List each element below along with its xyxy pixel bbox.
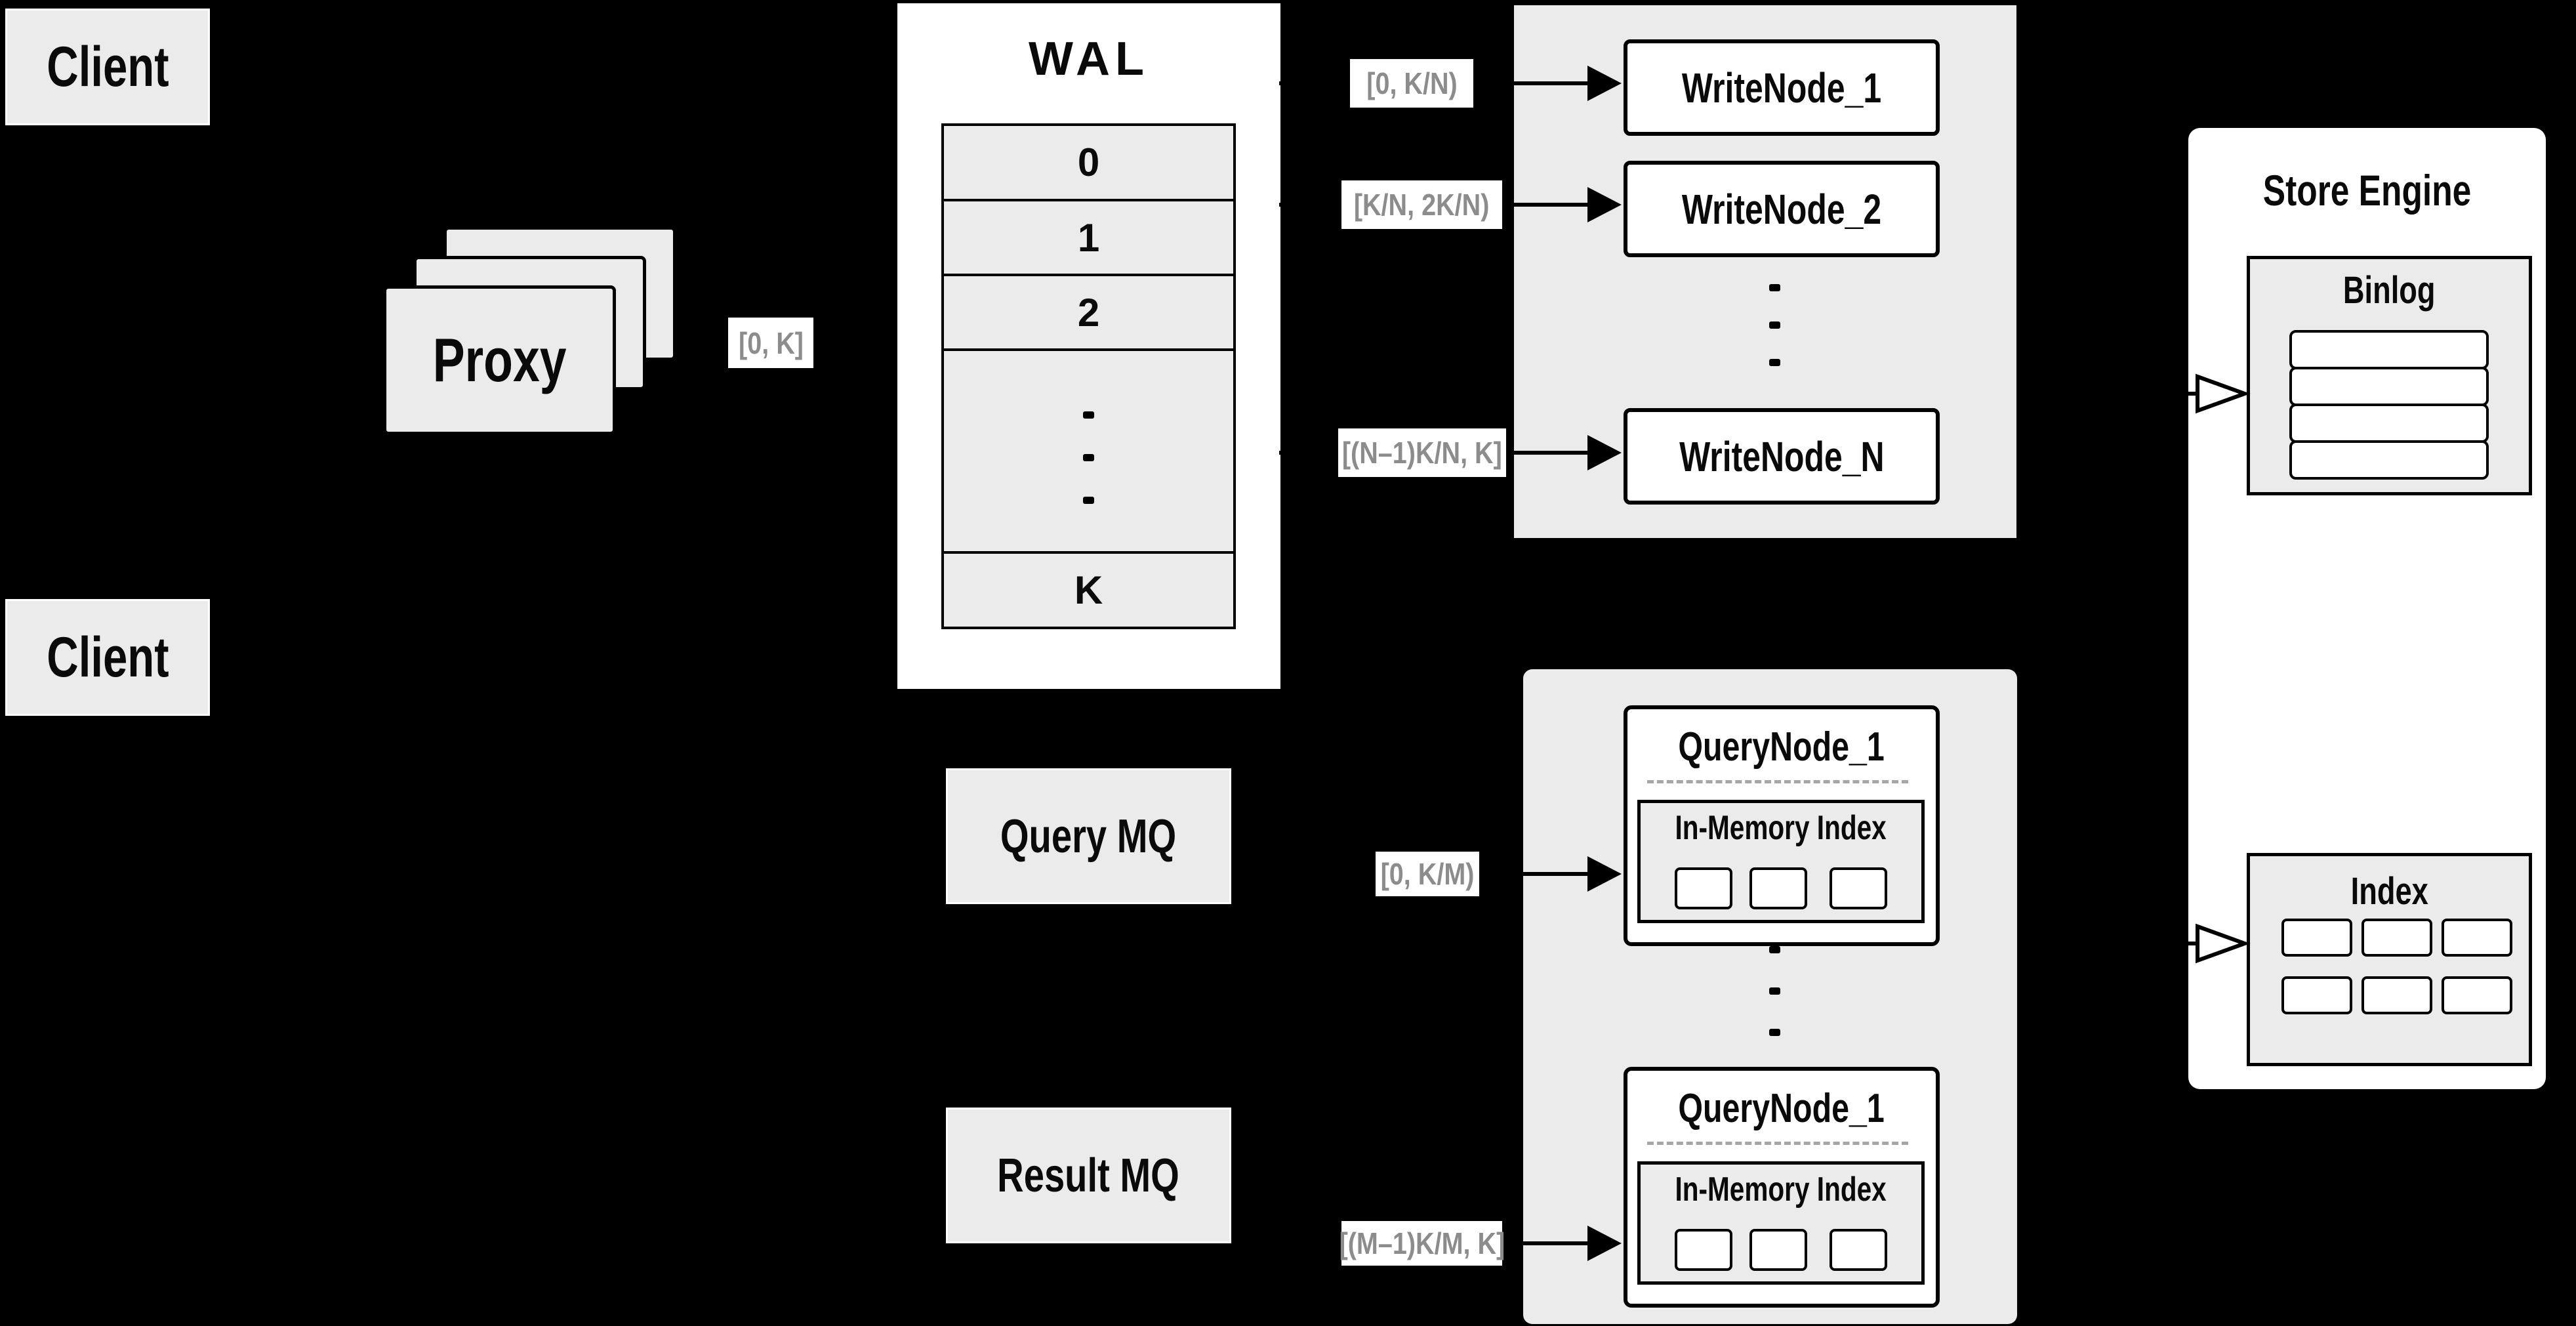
query-node-bottom-title: QueryNode_1 <box>1678 1085 1885 1131</box>
wal-row-2: 2 <box>944 274 1233 348</box>
client-box-top: Client <box>5 9 210 125</box>
wal-row-ellipsis <box>944 348 1233 551</box>
wal-row-1-label: 1 <box>1077 215 1100 260</box>
index-cell <box>2361 976 2432 1014</box>
wal-row-k-label: K <box>1074 568 1103 612</box>
wal-segment-table: 0 1 2 K <box>941 123 1236 629</box>
wal-box: WAL 0 1 2 K <box>897 3 1280 689</box>
index-cell <box>2361 919 2432 957</box>
ellipsis-dot <box>1083 411 1094 419</box>
index-cell <box>2442 976 2512 1014</box>
memory-cell <box>1749 867 1807 909</box>
range-label-write-n: [(N–1)K/N, K] <box>1338 428 1506 477</box>
memory-cell <box>1830 867 1887 909</box>
proxy-label: Proxy <box>432 325 567 394</box>
range-label-query-top: [0, K/M) <box>1376 852 1479 896</box>
query-node-bottom-box: QueryNode_1 In-Memory Index <box>1624 1067 1940 1308</box>
arrow-to-index <box>2066 923 2251 964</box>
index-cell <box>2442 919 2512 957</box>
index-cell <box>2281 976 2352 1014</box>
ellipsis-dot <box>1769 987 1780 995</box>
memory-cell <box>1749 1229 1807 1271</box>
query-node-divider <box>1647 1142 1908 1145</box>
ellipsis-dot <box>1083 454 1094 461</box>
ellipsis-dot <box>1769 946 1780 953</box>
wal-row-k: K <box>944 551 1233 627</box>
wal-row-1: 1 <box>944 199 1233 274</box>
binlog-row <box>2289 440 2489 480</box>
in-memory-index-box-top: In-Memory Index <box>1637 800 1925 923</box>
memory-cell <box>1675 867 1732 909</box>
store-engine-title: Store Engine <box>2262 166 2472 215</box>
index-box: Index <box>2247 853 2532 1066</box>
query-node-divider <box>1647 780 1908 783</box>
client-box-bottom: Client <box>5 599 210 716</box>
in-memory-index-box-bottom: In-Memory Index <box>1637 1161 1925 1285</box>
index-title: Index <box>2350 869 2428 913</box>
memory-cell <box>1675 1229 1732 1271</box>
write-node-1-box: WriteNode_1 <box>1624 39 1940 136</box>
in-memory-index-title: In-Memory Index <box>1675 809 1887 847</box>
ellipsis-dot <box>1083 497 1094 504</box>
ellipsis-dot <box>1769 1029 1780 1036</box>
ellipsis-dot <box>1769 321 1780 329</box>
wal-title: WAL <box>1029 33 1149 85</box>
proxy-card-front: Proxy <box>383 285 616 435</box>
client-top-label: Client <box>46 35 169 98</box>
range-label-proxy: [0, K] <box>728 318 813 368</box>
result-mq-label: Result MQ <box>997 1149 1180 1202</box>
index-cell <box>2281 919 2352 957</box>
ellipsis-dot <box>1769 284 1780 291</box>
range-label-query-bottom: [(M–1)K/M, K] <box>1339 1221 1505 1266</box>
wal-row-2-label: 2 <box>1077 290 1100 335</box>
result-mq-box: Result MQ <box>946 1108 1231 1243</box>
memory-cell <box>1830 1229 1887 1271</box>
binlog-title: Binlog <box>2343 268 2436 312</box>
client-bottom-label: Client <box>46 625 169 689</box>
write-node-1-label: WriteNode_1 <box>1681 64 1882 112</box>
wal-row-0-label: 0 <box>1077 140 1100 184</box>
binlog-row <box>2289 330 2489 369</box>
query-node-top-box: QueryNode_1 In-Memory Index <box>1624 705 1940 946</box>
write-node-2-box: WriteNode_2 <box>1624 161 1940 257</box>
ellipsis-dot <box>1769 359 1780 366</box>
query-mq-label: Query MQ <box>1000 810 1177 863</box>
in-memory-index-title: In-Memory Index <box>1675 1171 1887 1209</box>
range-label-write-2: [K/N, 2K/N) <box>1341 180 1502 229</box>
arrow-to-binlog <box>2066 373 2251 414</box>
binlog-row <box>2289 367 2489 406</box>
query-mq-box: Query MQ <box>946 768 1231 904</box>
write-node-2-label: WriteNode_2 <box>1681 185 1882 233</box>
write-node-n-box: WriteNode_N <box>1624 408 1940 505</box>
wal-row-0: 0 <box>944 126 1233 199</box>
binlog-box: Binlog <box>2247 256 2532 495</box>
range-label-write-1: [0, K/N) <box>1350 59 1473 108</box>
write-node-n-label: WriteNode_N <box>1679 432 1885 480</box>
query-node-top-title: QueryNode_1 <box>1678 724 1885 770</box>
